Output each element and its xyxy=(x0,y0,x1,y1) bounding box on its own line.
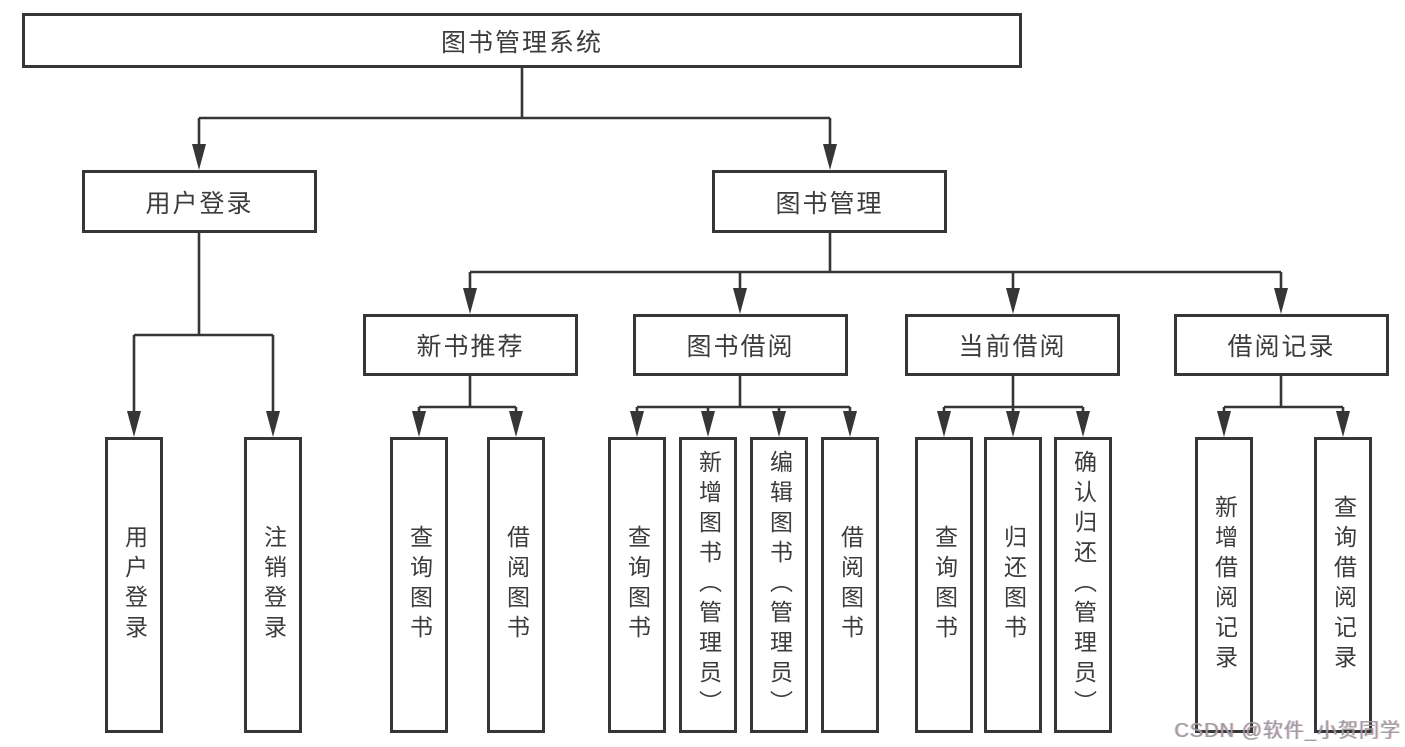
leaf-borrow-books-recommend: 借阅图书 xyxy=(487,437,545,733)
leaf-edit-book-admin: 编辑图书（管理员） xyxy=(750,437,808,733)
node-book-borrow: 图书借阅 xyxy=(633,314,848,376)
connector-borrow-records xyxy=(1222,376,1345,411)
leaf-add-book-admin: 新增图书（管理员） xyxy=(679,437,737,733)
leaf-query-books-recommend: 查询图书 xyxy=(390,437,448,733)
leaf-add-borrow-record: 新增借阅记录 xyxy=(1195,437,1253,733)
node-user-login: 用户登录 xyxy=(82,170,317,233)
leaf-query-books-current: 查询图书 xyxy=(915,437,973,733)
leaf-borrow-books: 借阅图书 xyxy=(821,437,879,733)
node-book-management: 图书管理 xyxy=(712,170,947,233)
node-root: 图书管理系统 xyxy=(22,13,1022,68)
node-new-book-recommend: 新书推荐 xyxy=(363,314,578,376)
connector-root xyxy=(197,68,832,144)
leaf-query-books-borrow: 查询图书 xyxy=(608,437,666,733)
leaf-confirm-return-admin: 确认归还（管理员） xyxy=(1054,437,1112,733)
leaf-user-login: 用户登录 xyxy=(105,437,163,733)
connector-new-book-recommend xyxy=(417,376,518,411)
node-borrow-records: 借阅记录 xyxy=(1174,314,1389,376)
connector-book-management xyxy=(468,233,1283,288)
connector-current-borrow xyxy=(942,376,1085,411)
connector-book-borrow xyxy=(635,376,852,411)
leaf-query-borrow-record: 查询借阅记录 xyxy=(1314,437,1372,733)
arrowheads xyxy=(127,144,1350,437)
watermark: CSDN @软件_小贺同学 xyxy=(1174,720,1401,742)
node-current-borrow: 当前借阅 xyxy=(905,314,1120,376)
leaf-return-book: 归还图书 xyxy=(984,437,1042,733)
leaf-logout: 注销登录 xyxy=(244,437,302,733)
connector-user-login xyxy=(132,233,275,411)
